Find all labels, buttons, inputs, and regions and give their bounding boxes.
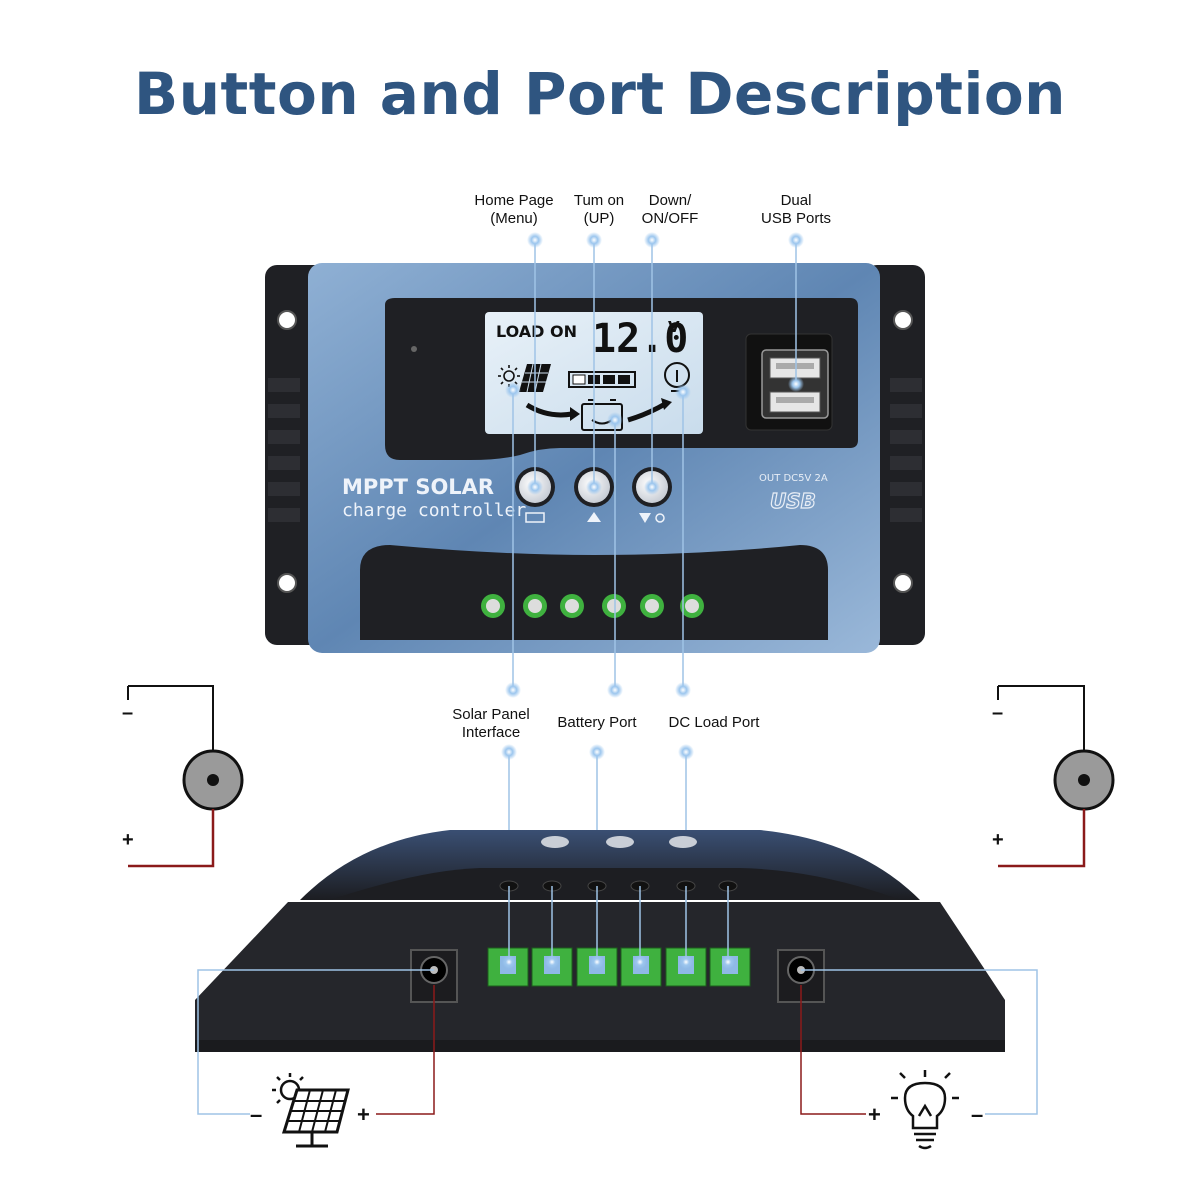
down-arrow-icon xyxy=(639,513,651,523)
mount-hole xyxy=(893,310,913,330)
flow-arrow-out xyxy=(627,401,667,423)
load-minus: – xyxy=(971,1102,983,1127)
lcd-voltage: 12.0 xyxy=(592,316,688,362)
usb-tongue xyxy=(776,397,814,403)
controller-bottom-view xyxy=(195,830,1005,1052)
brand-title: MPPT SOLAR xyxy=(342,475,494,499)
mount-hole xyxy=(893,573,913,593)
label-down-onoff-line1: Down/ xyxy=(648,192,692,209)
right-vents xyxy=(890,378,922,522)
device-base xyxy=(195,1040,1005,1052)
label-solar-panel-line2: Interface xyxy=(461,724,521,741)
flow-arrow-in xyxy=(525,402,573,418)
label-battery-port: Battery Port xyxy=(547,714,647,732)
label-dual-usb-line1: Dual xyxy=(780,192,812,209)
terminal-cover xyxy=(360,545,828,640)
menu-icon xyxy=(525,512,545,523)
right-socket-schematic: – + xyxy=(992,685,1115,868)
label-dc-load-port: DC Load Port xyxy=(659,714,769,732)
label-home-page: Home Page (Menu) xyxy=(464,192,564,228)
page-title: Button and Port Description xyxy=(134,60,1066,128)
mount-hole xyxy=(277,310,297,330)
mount-hole xyxy=(277,573,297,593)
lcd-load-status: LOAD ON xyxy=(496,322,577,341)
button-top xyxy=(541,836,569,848)
label-solar-panel: Solar Panel Interface xyxy=(441,706,541,742)
device-cover-top xyxy=(330,868,900,900)
button-top xyxy=(669,836,697,848)
label-home-page-line2: (Menu) xyxy=(490,210,538,227)
usb-logo: USB xyxy=(770,489,816,513)
left-socket-minus: – xyxy=(122,702,133,724)
left-vents xyxy=(268,378,300,522)
label-turn-on: Tum on (UP) xyxy=(564,192,634,228)
load-wiring: + – xyxy=(800,969,1038,1127)
up-arrow-icon xyxy=(587,512,601,522)
label-turn-on-line2: (UP) xyxy=(583,210,615,227)
label-dc-load-port-line1: DC Load Port xyxy=(668,714,760,731)
flow-arrow-in-head xyxy=(570,407,580,421)
right-socket-minus: – xyxy=(992,702,1003,724)
label-turn-on-line1: Tum on xyxy=(573,192,625,209)
left-socket-schematic: – + xyxy=(122,685,244,868)
label-home-page-line1: Home Page xyxy=(474,192,554,209)
lcd-unit: V xyxy=(668,318,680,336)
load-plus: + xyxy=(868,1102,881,1127)
controller-front-view: LOAD ON 12.0 V xyxy=(265,263,925,653)
power-icon xyxy=(655,513,665,523)
solar-panel-icon xyxy=(272,1073,350,1148)
button-top xyxy=(606,836,634,848)
usb-tongue xyxy=(776,363,814,369)
solar-wiring: – + xyxy=(197,969,435,1127)
label-dual-usb: Dual USB Ports xyxy=(751,192,841,228)
light-bulb-icon xyxy=(891,1070,959,1150)
terminal-dots xyxy=(502,955,735,969)
label-dual-usb-line2: USB Ports xyxy=(760,210,832,227)
label-solar-panel-line1: Solar Panel xyxy=(452,706,530,723)
brand-subtitle: charge controller xyxy=(342,500,526,521)
usb-spec: OUT DC5V 2A xyxy=(759,473,828,484)
flow-arrow-out-head xyxy=(661,398,672,410)
leader-dots xyxy=(501,232,804,760)
solar-plus: + xyxy=(357,1102,370,1127)
front-screw-terminals xyxy=(481,594,704,618)
left-socket-plus: + xyxy=(122,829,134,851)
right-socket-plus: + xyxy=(992,829,1004,851)
label-down-onoff: Down/ ON/OFF xyxy=(634,192,706,228)
indicator-led xyxy=(411,346,417,352)
terminal-leaders xyxy=(508,886,729,962)
label-down-onoff-line2: ON/OFF xyxy=(641,210,699,227)
solar-minus: – xyxy=(250,1102,262,1127)
label-battery-port-line1: Battery Port xyxy=(557,714,637,731)
